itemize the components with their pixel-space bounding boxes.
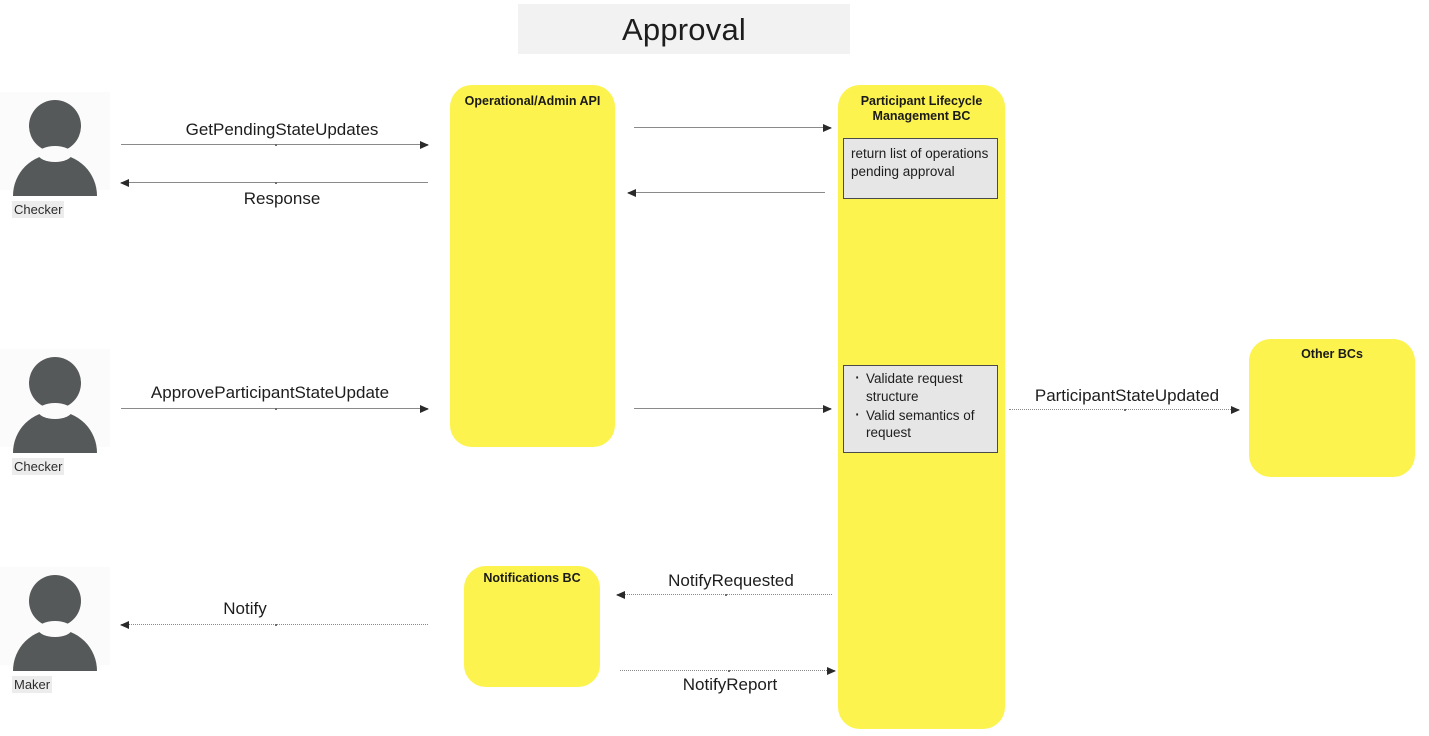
person-icon [0, 349, 110, 453]
actor-label-checker-top: Checker [12, 201, 65, 218]
component-operational-admin-api[interactable]: Operational/Admin API [450, 85, 615, 447]
arrow-midpoint-dot [724, 593, 727, 596]
person-icon [0, 92, 110, 196]
arrowhead-right-icon [823, 404, 832, 413]
arrow-midpoint-dot [1124, 408, 1126, 411]
arrowhead-left-icon [627, 188, 636, 197]
arrow-midpoint-dot [274, 623, 277, 626]
actor-checker-top [0, 92, 110, 196]
note-validation-rules: Validate request structure Valid semanti… [843, 365, 998, 453]
person-head-shape [29, 575, 81, 627]
person-head-shape [29, 357, 81, 409]
arrow-midpoint-dot [727, 669, 730, 672]
message-arrow-approve-participant-state-update [121, 404, 429, 413]
person-neck-shape [38, 621, 72, 637]
actor-maker-bottom [0, 567, 110, 671]
arrowhead-right-icon [823, 123, 832, 132]
arrow-midpoint-dot [274, 407, 277, 410]
message-label-response: Response [243, 189, 321, 208]
arrowhead-left-icon [120, 620, 129, 629]
diagram-title-banner: Approval [518, 4, 850, 54]
component-label-other-bcs: Other BCs [1301, 347, 1363, 361]
arrowhead-left-icon [616, 590, 625, 599]
message-arrow-response [120, 178, 428, 187]
arrow-midpoint-dot [274, 143, 277, 146]
message-arrow-api-to-plm-approve [634, 404, 832, 413]
message-label-notify-report: NotifyReport [682, 675, 778, 694]
arrow-midpoint-dot [274, 181, 277, 184]
person-head-shape [29, 100, 81, 152]
actor-label-checker-middle: Checker [12, 458, 65, 475]
arrowhead-right-icon [1231, 405, 1240, 414]
arrowhead-left-icon [120, 178, 129, 187]
note-bullet-valid-semantics-of-request: Valid semantics of request [854, 404, 991, 443]
component-label-line2: Management BC [872, 108, 971, 123]
message-label-get-pending-state-updates: GetPendingStateUpdates [185, 120, 379, 139]
page-title: Approval [622, 11, 746, 47]
actor-checker-middle [0, 349, 110, 453]
person-icon [0, 567, 110, 671]
message-arrow-api-to-plm-request [634, 123, 832, 132]
message-arrow-get-pending-state-updates [121, 140, 429, 149]
note-return-list-of-operations: return list of operations pending approv… [843, 138, 998, 199]
component-other-bcs[interactable]: Other BCs [1249, 339, 1415, 477]
message-label-participant-state-updated: ParticipantStateUpdated [1034, 386, 1220, 405]
note-bullet-validate-request-structure: Validate request structure [854, 367, 991, 406]
message-arrow-notify-requested [616, 590, 832, 599]
arrowhead-right-icon [420, 140, 429, 149]
arrowhead-right-icon [420, 404, 429, 413]
message-label-notify: Notify [223, 599, 267, 618]
message-label-notify-requested: NotifyRequested [668, 571, 794, 590]
component-label-participant-lifecycle-management-bc: Participant Lifecycle Management BC [838, 94, 1005, 124]
message-arrow-notify [120, 620, 428, 629]
note-validation-list: Validate request structure Valid semanti… [844, 366, 997, 447]
arrowhead-right-icon [827, 666, 836, 675]
component-notifications-bc[interactable]: Notifications BC [464, 566, 600, 687]
person-neck-shape [38, 403, 72, 419]
component-label-notifications-bc: Notifications BC [483, 571, 581, 585]
message-label-approve-participant-state-update: ApproveParticipantStateUpdate [150, 383, 390, 402]
message-arrow-notify-report [620, 666, 836, 675]
actor-label-maker-bottom: Maker [12, 676, 53, 693]
component-label-line1: Participant Lifecycle [860, 94, 983, 108]
person-neck-shape [38, 146, 72, 162]
message-arrow-participant-state-updated [1009, 405, 1240, 414]
component-label-operational-admin-api: Operational/Admin API [464, 94, 601, 108]
note-line1: return list of operations [851, 146, 989, 161]
message-arrow-plm-to-api-response [627, 188, 825, 197]
note-line2: pending approval [851, 163, 955, 179]
